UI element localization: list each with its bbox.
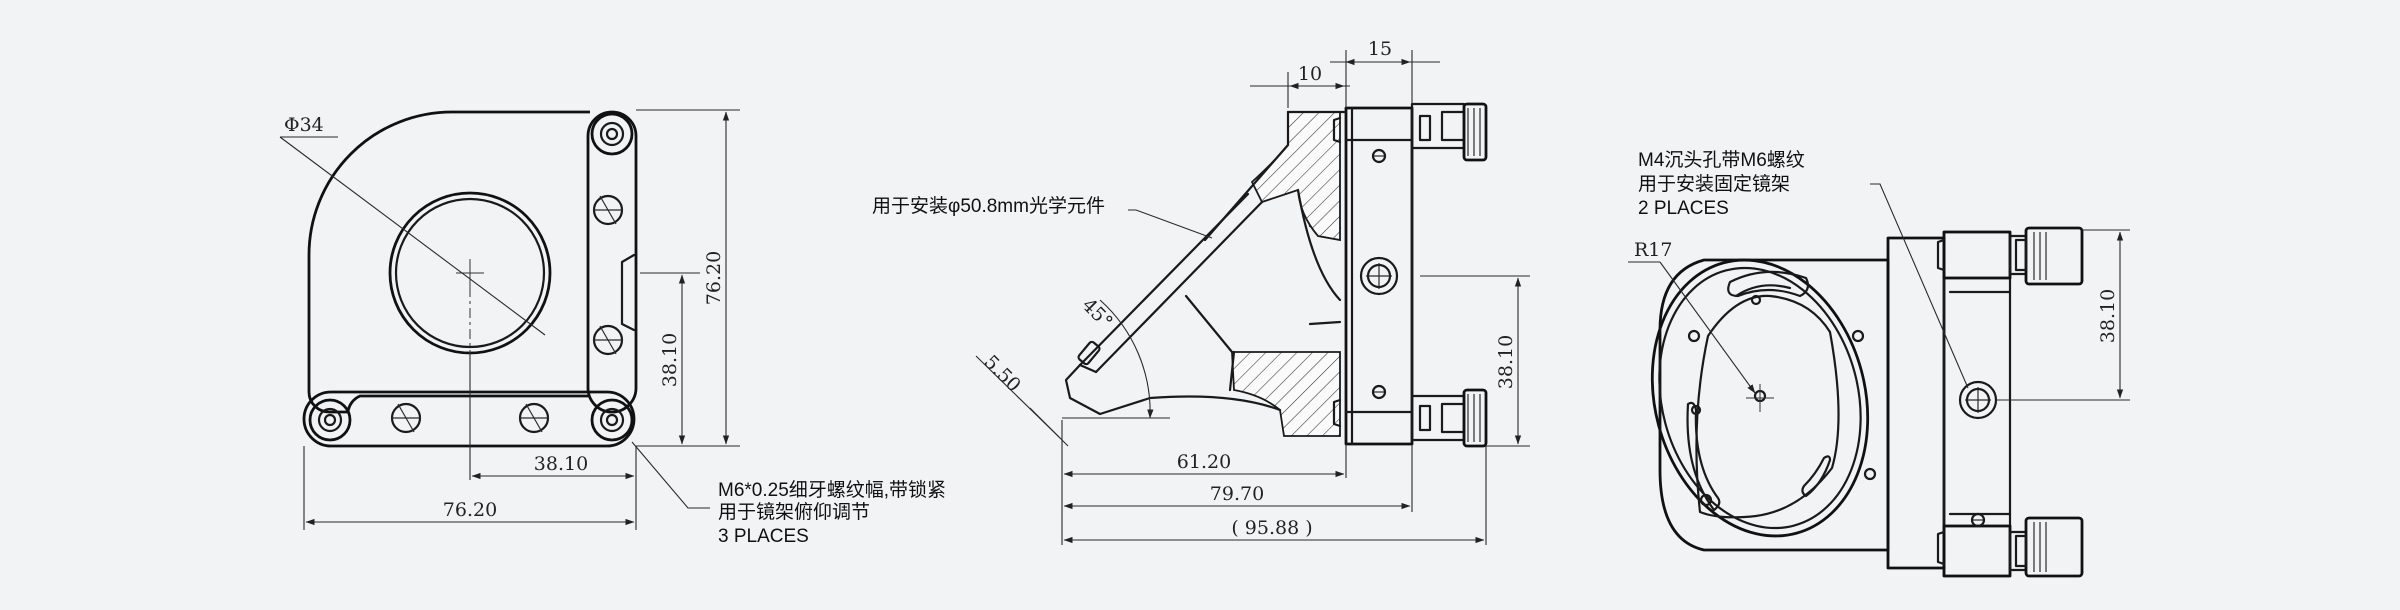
front-lock-holes	[390, 194, 624, 434]
dim-front-width: 76.20	[443, 499, 497, 521]
note-rear-line2: 用于安装固定镜架	[1638, 173, 1790, 195]
bottom-adjuster-arm	[302, 390, 636, 448]
rear-dimensions: R17 38.10	[1628, 183, 2130, 401]
side-dimensions: 15 10 45° 5.50 38.10 61.20 79.70 ( 95.88…	[975, 38, 1530, 545]
side-details	[1359, 148, 1399, 400]
front-view: Φ34 76.20 38.10 38.10 76.20 M6*0.25细牙螺纹幅…	[279, 109, 946, 547]
note-front-line3: 3 PLACES	[718, 526, 809, 547]
rear-details	[1746, 380, 1998, 420]
front-screw-holes	[308, 112, 634, 442]
side-knob-lower	[1332, 388, 1488, 448]
dim-side-95-88: ( 95.88 )	[1231, 517, 1312, 539]
dim-rear-radius: R17	[1634, 239, 1672, 261]
rear-body	[1658, 230, 2012, 578]
dim-front-offset-vertical: 38.10	[659, 333, 681, 387]
dim-side-right: 38.10	[1495, 335, 1517, 389]
side-view: 15 10 45° 5.50 38.10 61.20 79.70 ( 95.88…	[872, 38, 1530, 545]
dim-side-top-10: 10	[1298, 63, 1322, 85]
side-hatch-upper	[1250, 111, 1341, 242]
note-rear-line1: M4沉头孔带M6螺纹	[1638, 149, 1805, 171]
rear-base-plate	[1886, 236, 1946, 570]
dim-front-height: 76.20	[703, 251, 725, 305]
rear-note: M4沉头孔带M6螺纹 用于安装固定镜架 2 PLACES	[1638, 149, 1805, 219]
note-front-line1: M6*0.25细牙螺纹幅,带锁紧	[718, 479, 946, 501]
front-center-mark	[456, 259, 484, 355]
note-front-line2: 用于镜架俯仰调节	[718, 501, 870, 523]
side-knob-upper	[1332, 102, 1488, 162]
side-hatch-lower	[1231, 351, 1341, 437]
front-dimensions: Φ34 76.20 38.10 38.10 76.20	[279, 109, 740, 530]
dim-side-79-70: 79.70	[1210, 483, 1264, 505]
dim-side-chamfer: 5.50	[980, 351, 1025, 396]
dim-side-61-20: 61.20	[1177, 451, 1231, 473]
rear-knob-lower	[1936, 512, 2084, 578]
note-side: 用于安装φ50.8mm光学元件	[872, 195, 1105, 217]
rear-knob-upper	[1936, 226, 2084, 286]
dim-side-top-15: 15	[1368, 38, 1392, 60]
rear-view: R17 38.10 M4沉头孔带M6螺纹 用于安装固定镜架 2 PLACES	[1628, 149, 2130, 578]
dim-front-diameter: Φ34	[284, 114, 324, 136]
right-adjuster-arm	[586, 110, 638, 414]
note-rear-line3: 2 PLACES	[1638, 198, 1729, 219]
side-body	[1064, 106, 1414, 446]
rear-mount-ring	[1650, 258, 1877, 538]
dim-front-offset-horizontal: 38.10	[534, 453, 588, 475]
dim-side-angle: 45°	[1078, 294, 1117, 333]
front-note: M6*0.25细牙螺纹幅,带锁紧 用于镜架俯仰调节 3 PLACES	[718, 479, 946, 547]
dim-rear-right: 38.10	[2097, 289, 2119, 343]
